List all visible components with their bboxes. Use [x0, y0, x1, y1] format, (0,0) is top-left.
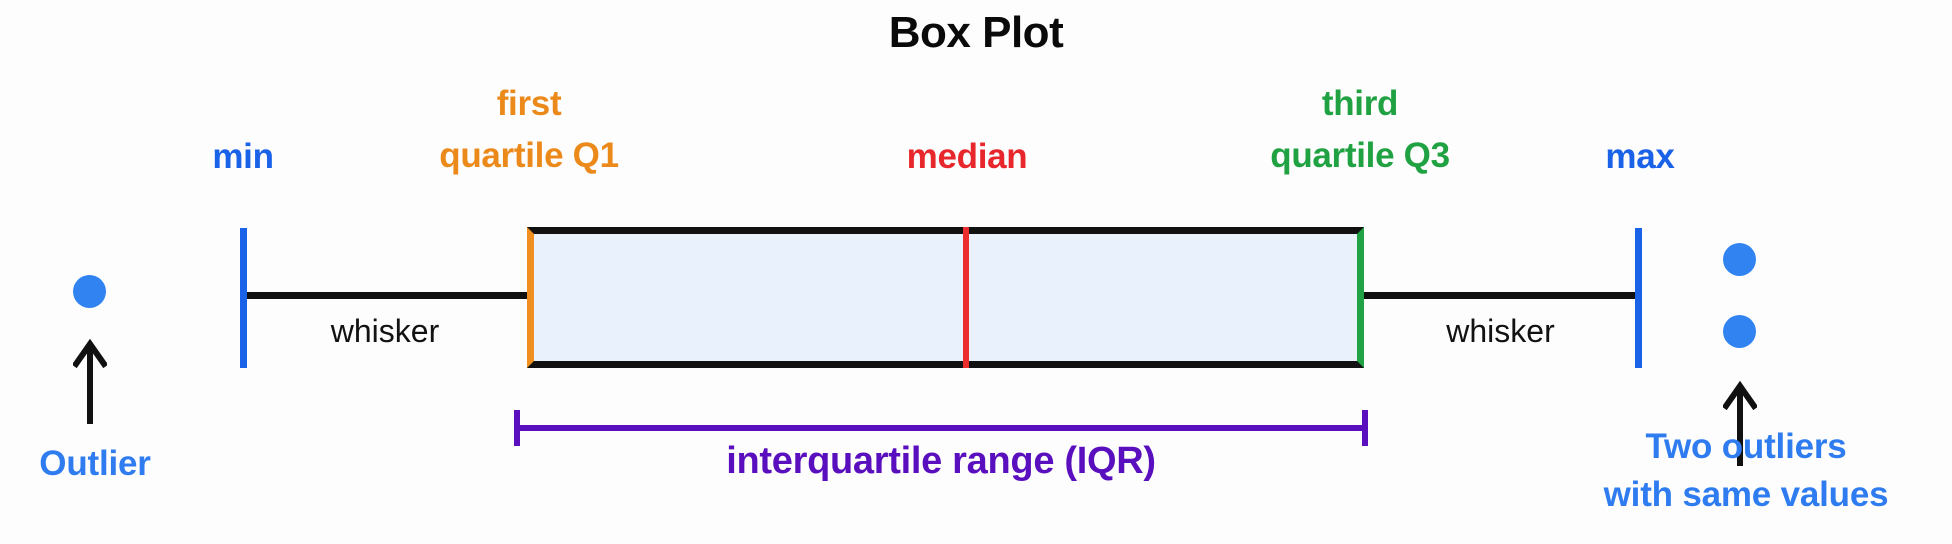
min-cap — [240, 228, 247, 368]
label-third-quartile-line2: quartile Q3 — [1270, 136, 1450, 175]
label-first-quartile: first quartile Q1 — [304, 78, 754, 182]
outlier-dot-right-lower — [1723, 315, 1756, 348]
outlier-caption-right: Two outliers with same values — [1560, 423, 1932, 519]
outlier-caption-right-line1: Two outliers — [1645, 427, 1847, 466]
label-max: max — [1605, 137, 1675, 176]
outlier-caption-left: Outlier — [39, 444, 151, 483]
iqr-bracket-bar — [514, 425, 1368, 431]
label-min: min — [212, 137, 274, 176]
whisker-line-left — [243, 292, 531, 299]
whisker-label-left: whisker — [330, 313, 440, 349]
whisker-label-right: whisker — [1446, 313, 1555, 349]
label-median: median — [906, 137, 1028, 176]
whisker-line-right — [1358, 292, 1642, 299]
label-first-quartile-line1: first — [496, 84, 562, 123]
iqr-box — [527, 227, 1364, 368]
arrow-up-icon-right — [1723, 380, 1757, 466]
label-third-quartile-line1: third — [1321, 84, 1399, 123]
page-title: Box Plot — [888, 8, 1064, 57]
arrow-up-icon-left — [73, 338, 107, 424]
label-third-quartile: third quartile Q3 — [1130, 78, 1590, 182]
outlier-caption-right-line2: with same values — [1603, 475, 1889, 514]
max-cap — [1635, 228, 1642, 368]
outlier-dot-right-upper — [1723, 243, 1756, 276]
outlier-dot-left — [73, 275, 106, 308]
iqr-label: interquartile range (IQR) — [726, 440, 1156, 482]
label-first-quartile-line2: quartile Q1 — [439, 136, 619, 175]
median-line — [963, 227, 969, 368]
